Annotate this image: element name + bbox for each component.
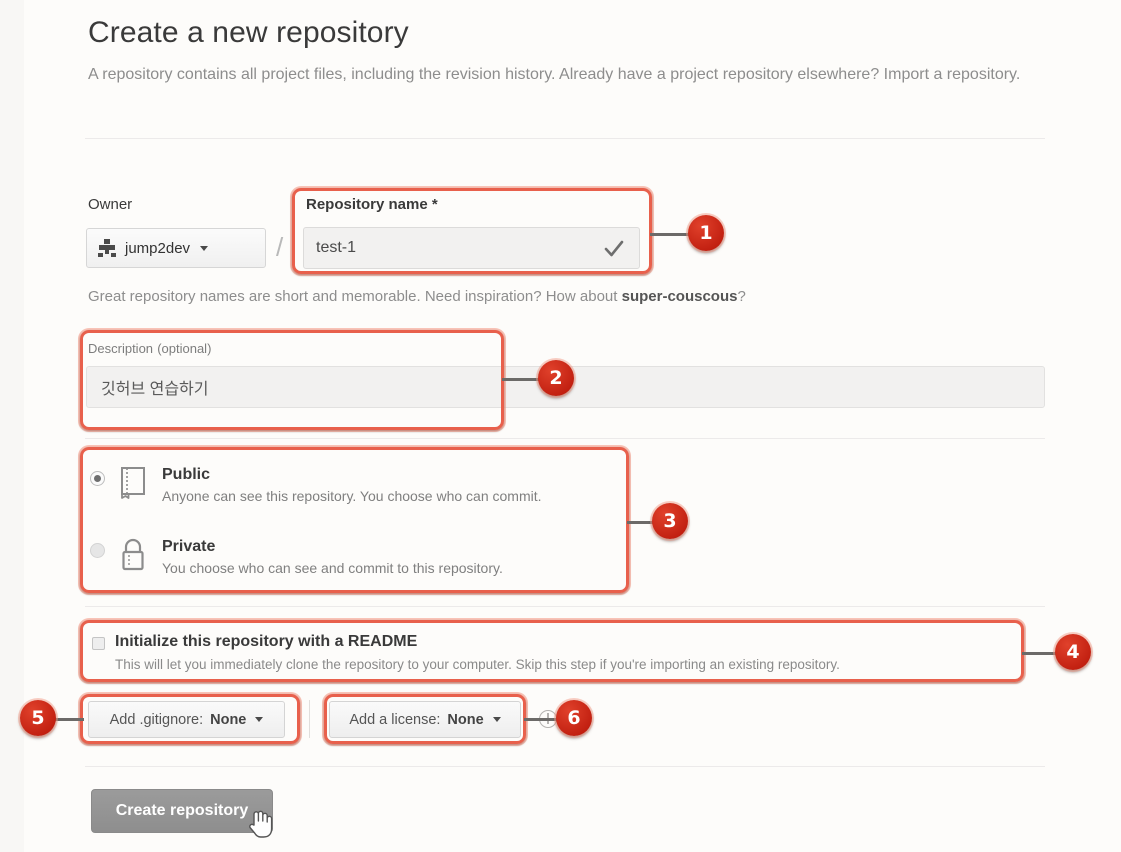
create-repository-button[interactable]: Create repository: [91, 789, 273, 833]
chevron-down-icon: [200, 245, 209, 251]
hint-suggestion: super-couscous: [621, 288, 738, 305]
radio-public[interactable]: [90, 471, 105, 486]
connector-line-4: [1022, 652, 1060, 655]
visibility-private-subtitle: You choose who can see and commit to thi…: [162, 560, 503, 576]
repository-name-input[interactable]: test-1: [303, 227, 640, 269]
owner-repo-separator: /: [276, 232, 284, 262]
annotation-badge-5: 5: [20, 700, 56, 736]
hint-suffix: ?: [737, 288, 746, 305]
connector-line-5: [50, 718, 84, 721]
description-value: 깃허브 연습하기: [101, 381, 209, 398]
license-prefix: Add a license:: [349, 711, 441, 728]
annotation-badge-4: 4: [1055, 634, 1091, 670]
visibility-option-public[interactable]: Public Anyone can see this repository. Y…: [90, 464, 542, 507]
gitignore-prefix: Add .gitignore:: [109, 711, 204, 728]
repository-name-value: test-1: [316, 239, 357, 256]
readme-title: Initialize this repository with a README: [115, 633, 418, 650]
owner-name: jump2dev: [125, 239, 191, 257]
gitignore-value: None: [210, 711, 247, 728]
description-label: Description (optional): [88, 340, 211, 357]
connector-line-1: [650, 233, 698, 236]
owner-label: Owner: [88, 196, 133, 213]
annotation-badge-3: 3: [652, 503, 688, 539]
repository-name-label: Repository name *: [306, 196, 438, 213]
annotation-badge-1: 1: [688, 215, 724, 251]
left-gutter: [0, 0, 24, 852]
visibility-public-text: Public Anyone can see this repository. Y…: [162, 464, 542, 507]
license-value: None: [447, 711, 484, 728]
checkmark-icon: [603, 238, 625, 260]
connector-line-6: [524, 718, 558, 721]
readme-checkbox[interactable]: [92, 637, 105, 650]
annotation-badge-2: 2: [538, 360, 574, 396]
connector-line-2: [502, 378, 544, 381]
highlight-box-4: [80, 620, 1024, 682]
description-label-text: Description: [88, 341, 154, 356]
divider-description: [85, 438, 1045, 439]
visibility-private-text: Private You choose who can see and commi…: [162, 536, 503, 579]
chevron-down-icon: [492, 717, 501, 722]
dropdown-separator: [309, 700, 310, 738]
hint-prefix: Great repository names are short and mem…: [88, 288, 622, 305]
visibility-public-subtitle: Anyone can see this repository. You choo…: [162, 488, 542, 504]
annotation-badge-6: 6: [556, 700, 592, 736]
repository-name-hint: Great repository names are short and mem…: [88, 288, 988, 305]
visibility-private-title: Private: [162, 538, 216, 555]
owner-select-button[interactable]: jump2dev: [86, 228, 266, 268]
visibility-option-private[interactable]: Private You choose who can see and commi…: [90, 536, 503, 579]
radio-private[interactable]: [90, 543, 105, 558]
divider-footer: [85, 766, 1045, 767]
divider-header: [85, 138, 1045, 139]
description-optional-text: (optional): [157, 341, 212, 356]
readme-subtitle: This will let you immediately clone the …: [115, 657, 840, 672]
divider-visibility: [85, 606, 1045, 607]
book-icon: [118, 464, 152, 505]
page-description: A repository contains all project files,…: [88, 66, 1021, 83]
license-dropdown-button[interactable]: Add a license: None: [329, 701, 521, 738]
readme-checkbox-row[interactable]: Initialize this repository with a README: [92, 633, 417, 651]
lock-icon: [118, 536, 152, 577]
gitignore-dropdown-button[interactable]: Add .gitignore: None: [88, 701, 285, 738]
chevron-down-icon: [255, 717, 264, 722]
page-title: Create a new repository: [88, 16, 409, 49]
visibility-public-title: Public: [162, 466, 211, 483]
connector-line-3: [627, 521, 657, 524]
identicon-avatar-icon: [97, 238, 117, 258]
